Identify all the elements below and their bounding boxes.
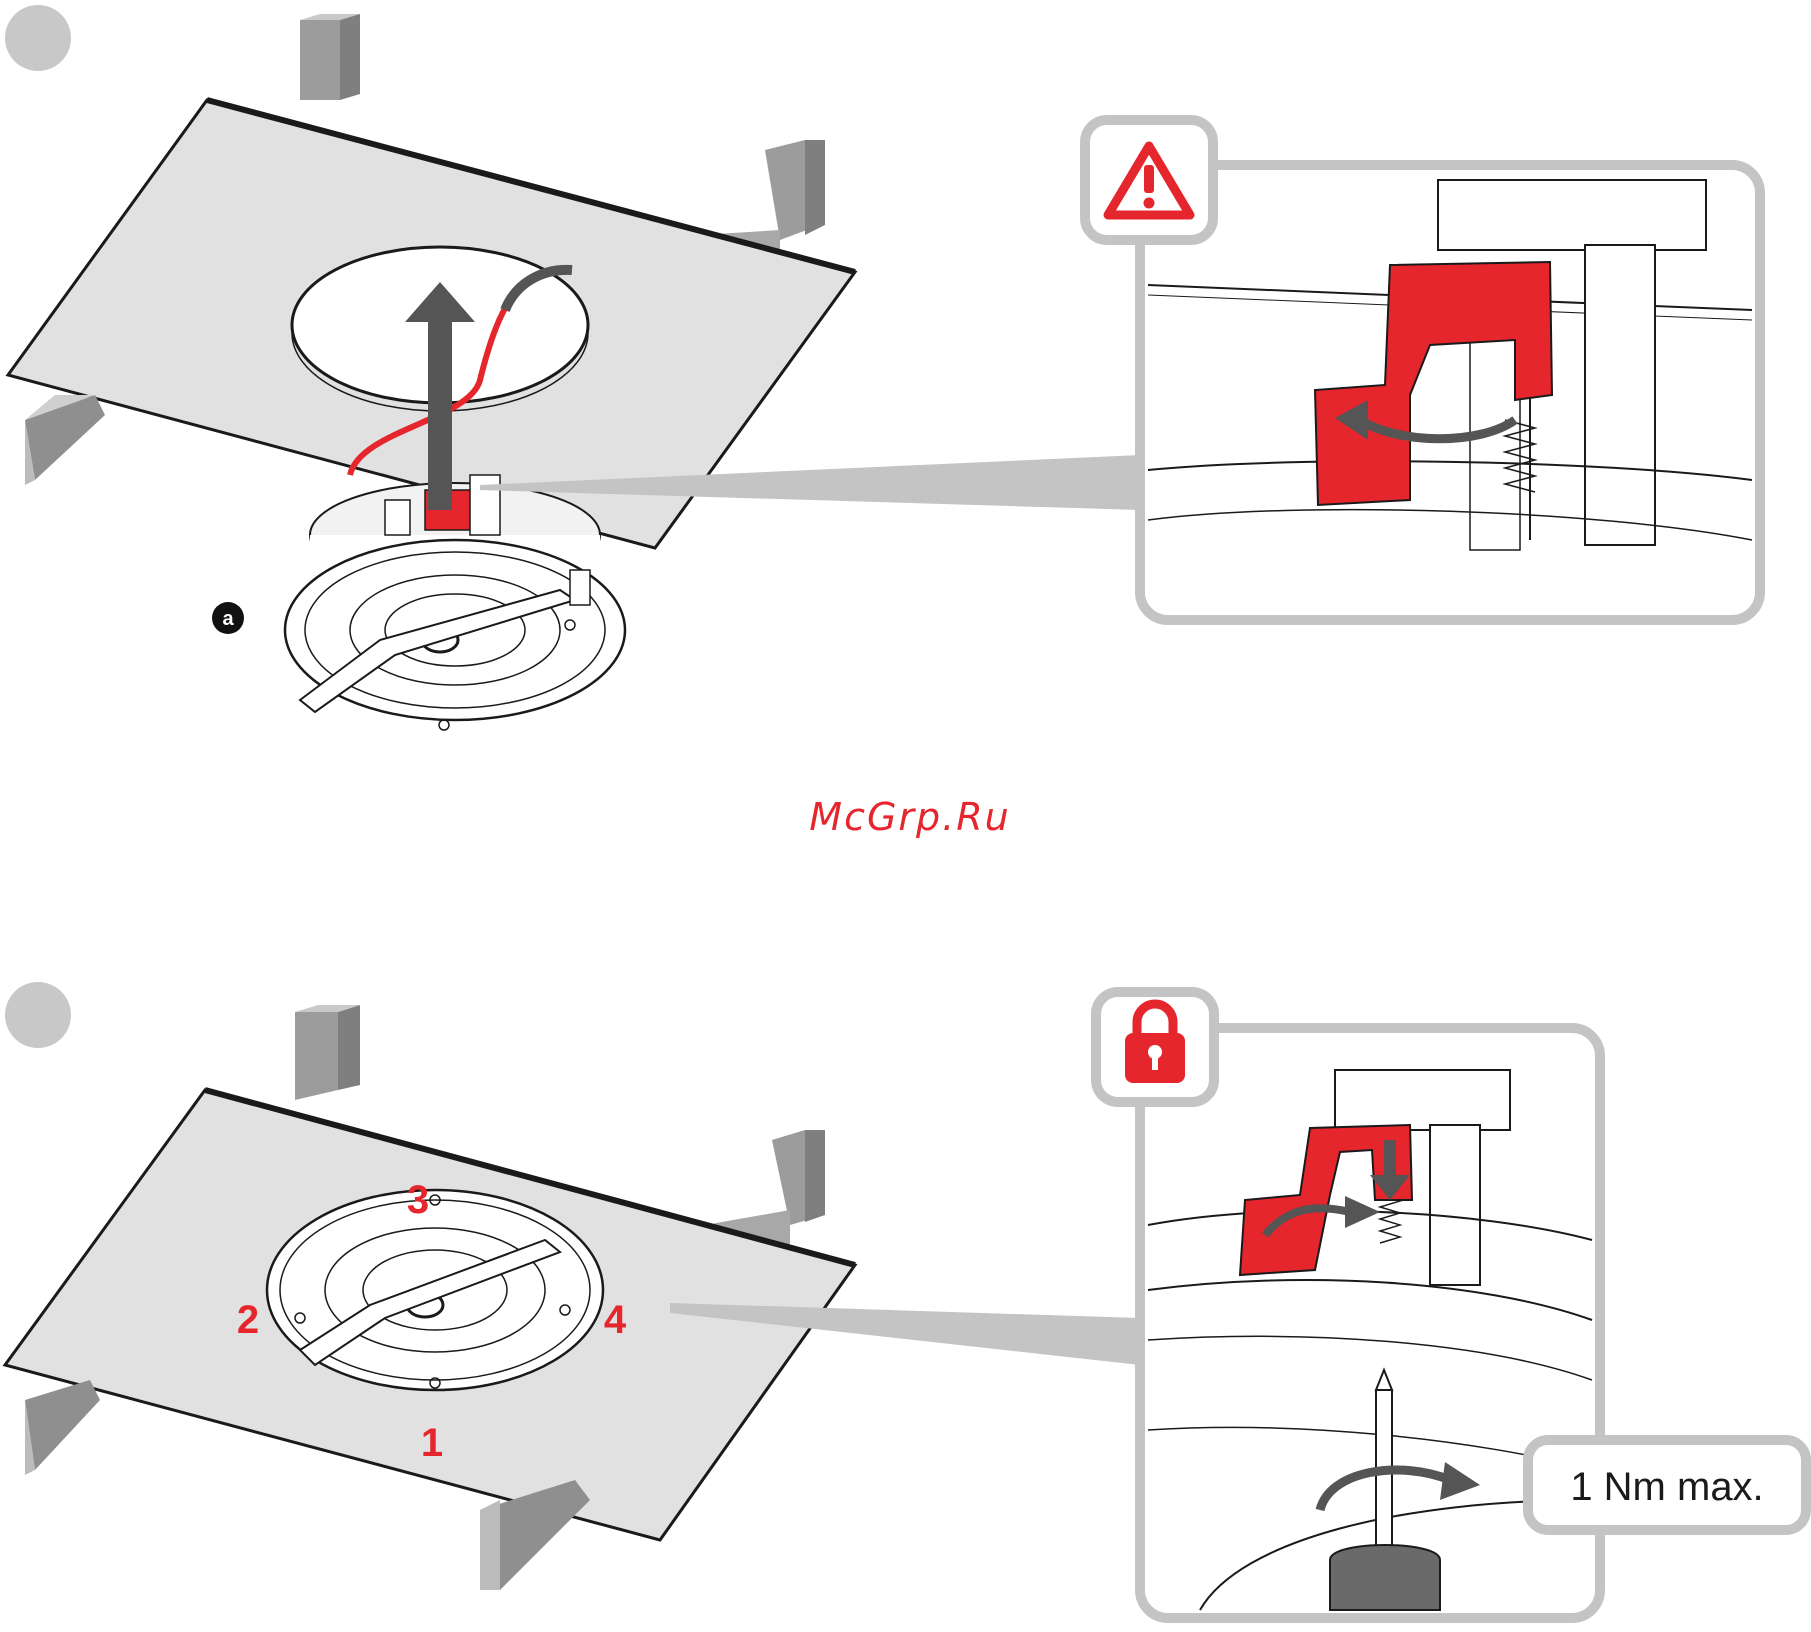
step1: a: [5, 5, 1760, 730]
installed-speaker: [267, 1190, 603, 1390]
screw-order-4: 4: [604, 1298, 627, 1342]
joist-front-left: [25, 395, 105, 485]
step2-marker: [5, 982, 71, 1048]
torque-label: 1 Nm max.: [1570, 1465, 1763, 1509]
screw-order-2: 2: [237, 1298, 259, 1342]
speaker-unit: [285, 475, 625, 730]
label-a: a: [222, 608, 234, 630]
joist-back-left: [300, 14, 360, 100]
watermark: McGrp.Ru: [809, 795, 1010, 839]
step1-marker: [5, 5, 71, 71]
step2: 1 2 3 4: [5, 982, 1806, 1618]
joist-front-left-2: [25, 1380, 100, 1475]
joist-back-left-2: [295, 1005, 360, 1100]
screw-order-3: 3: [407, 1178, 429, 1222]
screw-order-1: 1: [421, 1421, 443, 1465]
down-arrow: [1384, 1140, 1396, 1180]
